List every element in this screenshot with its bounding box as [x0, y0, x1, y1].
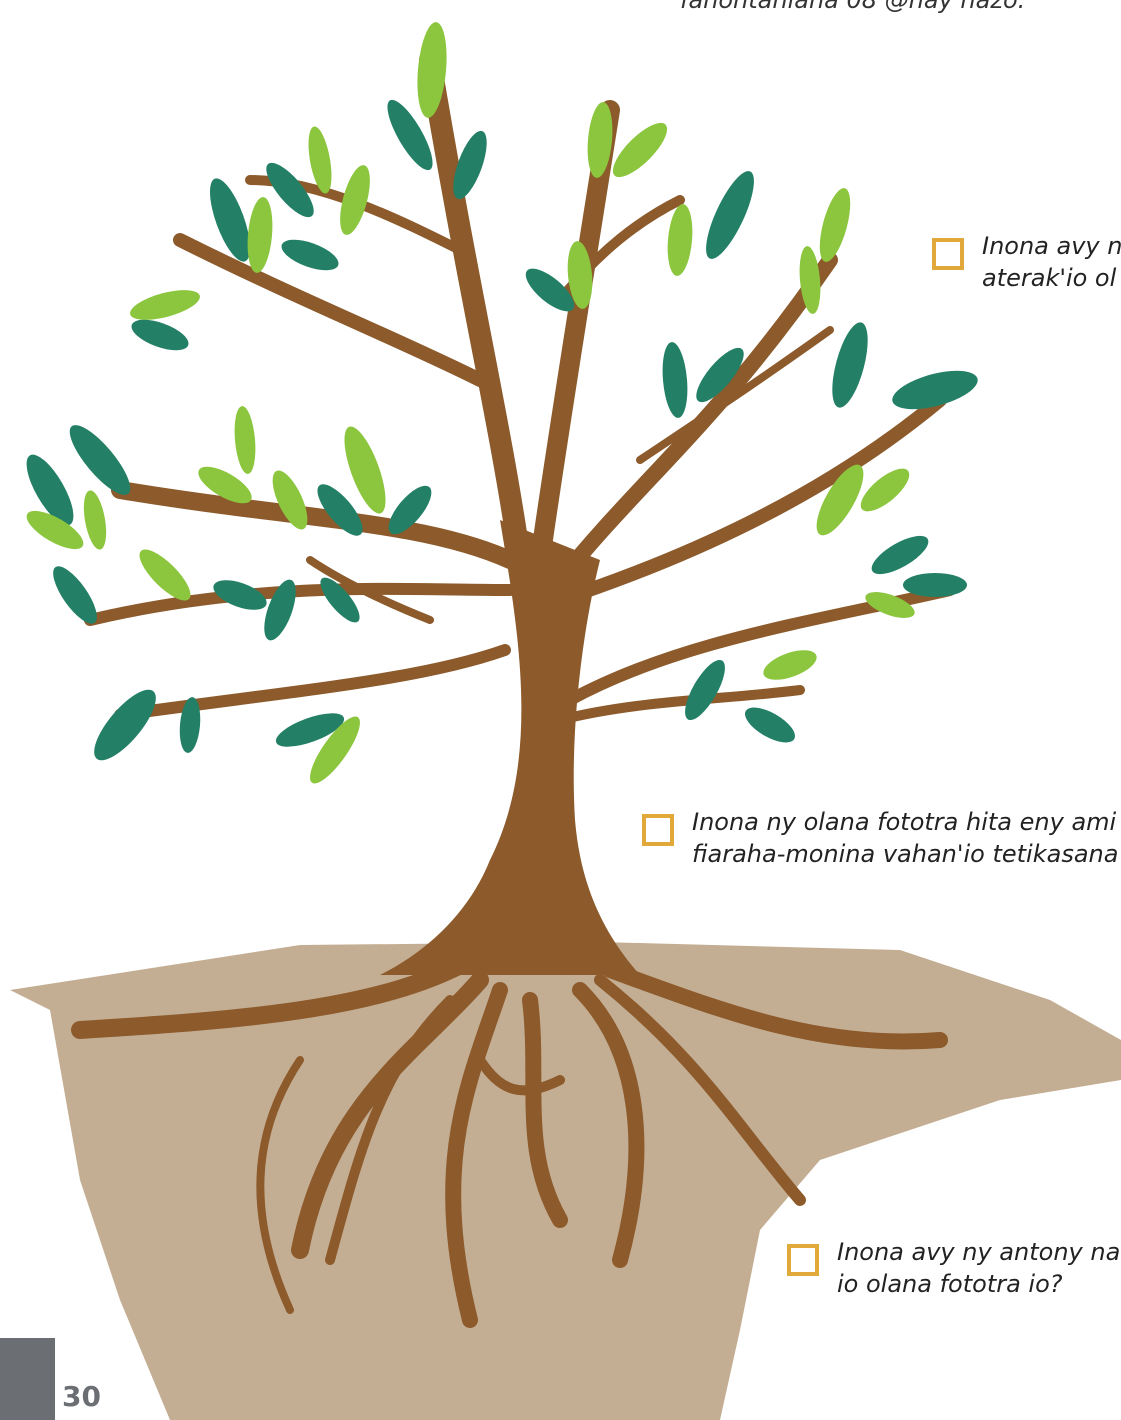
- checkbox[interactable]: [787, 1244, 819, 1276]
- prompt-line: io olana fototra io?: [837, 1268, 1120, 1300]
- page-tab: [0, 1338, 55, 1420]
- prompt-core-problem: Inona ny olana fototra hita eny ami fiar…: [642, 806, 1118, 870]
- prompt-line: fiaraha-monina vahan'io tetikasana: [692, 838, 1118, 870]
- soil-ground: [10, 942, 1121, 1420]
- prompt-causes: Inona avy ny antony na io olana fototra …: [787, 1236, 1120, 1300]
- prompt-line: aterak'io ol: [982, 262, 1121, 294]
- prompt-line: Inona avy ny antony na: [837, 1236, 1120, 1268]
- page-number: 30: [62, 1380, 101, 1413]
- checkbox[interactable]: [932, 238, 964, 270]
- checkbox[interactable]: [642, 814, 674, 846]
- prompt-consequences: Inona avy n aterak'io ol: [932, 230, 1121, 294]
- prompt-line: Inona ny olana fototra hita eny ami: [692, 806, 1118, 838]
- prompt-line: Inona avy n: [982, 230, 1121, 262]
